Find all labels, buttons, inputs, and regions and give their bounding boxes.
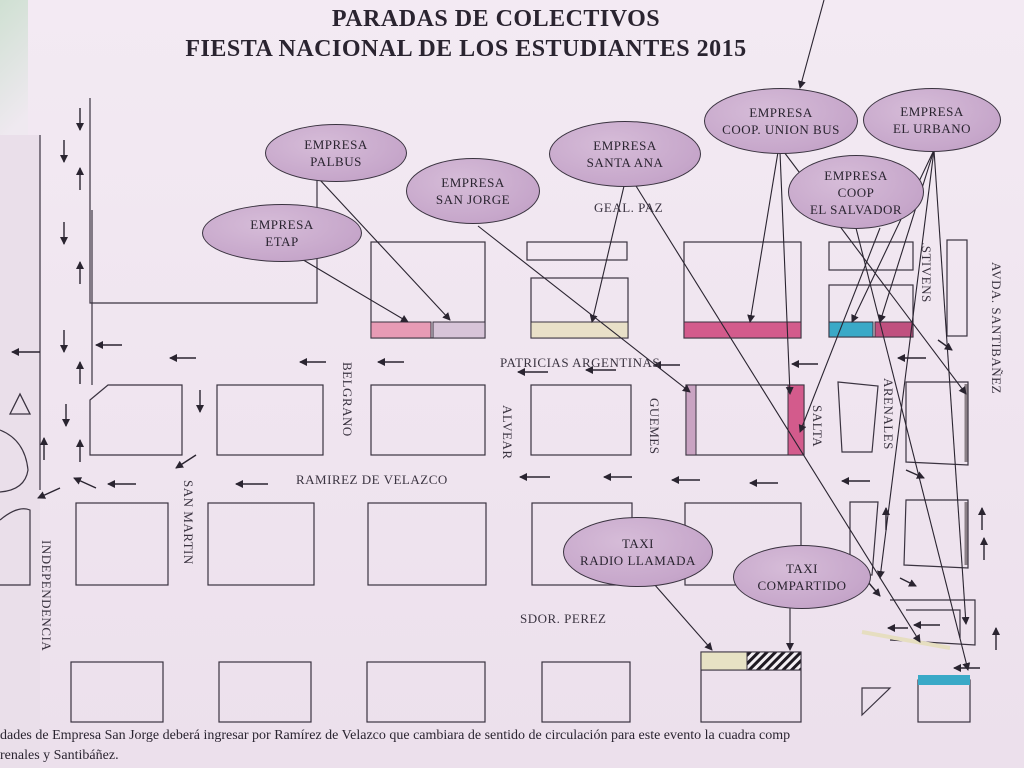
bubble-taxi-radio-llamada: TAXI RADIO LLAMADA <box>563 517 713 587</box>
street-alvear: ALVEAR <box>500 405 515 460</box>
block <box>861 687 892 717</box>
bubble-line: COOP <box>837 184 875 200</box>
bubble-line: EMPRESA <box>593 138 657 153</box>
street-arenales: ARENALES <box>881 378 896 450</box>
block <box>541 661 631 723</box>
block <box>917 679 971 723</box>
stop-san-jorge <box>685 384 697 456</box>
street-stivens: .STIVENS <box>919 242 934 303</box>
stop-santibanez <box>918 675 970 685</box>
block <box>526 241 628 261</box>
bubble-line: PALBUS <box>310 154 362 169</box>
stop-santa-ana <box>530 321 629 339</box>
bubble-line: EMPRESA <box>250 217 314 232</box>
street-belgrano: BELGRANO <box>340 362 355 437</box>
bubble-line: TAXI <box>785 561 818 576</box>
street-geal-paz: GEAL. PAZ <box>594 200 664 215</box>
bubble-line: ETAP <box>265 234 299 249</box>
map-subtitle: FIESTA NACIONAL DE LOS ESTUDIANTES 2015 <box>185 36 747 62</box>
stop-salta <box>787 384 805 456</box>
block <box>685 384 805 456</box>
bubble-line: TAXI <box>621 536 654 551</box>
block <box>218 661 312 723</box>
bubble-empresa-el-urbano: EMPRESA EL URBANO <box>863 88 1001 152</box>
block <box>207 502 315 586</box>
bubble-line: EMPRESA <box>304 137 368 152</box>
block <box>370 384 486 456</box>
street-sdor-perez: SDOR. PEREZ <box>520 611 607 626</box>
block <box>530 384 632 456</box>
bubble-line: EMPRESA <box>900 104 964 119</box>
stop-union-bus <box>683 321 802 339</box>
triangle-marks <box>8 392 32 415</box>
bubble-empresa-union-bus: EMPRESA COOP. UNION BUS <box>704 88 858 154</box>
bubble-empresa-san-jorge: EMPRESA SAN JORGE <box>406 158 540 224</box>
block <box>946 239 968 337</box>
pointer-lines <box>299 0 971 671</box>
bubble-taxi-compartido: TAXI COMPARTIDO <box>733 545 871 609</box>
traffic-arrows <box>11 108 1000 672</box>
bubble-empresa-etap: EMPRESA ETAP <box>202 204 362 262</box>
stop-etap <box>370 321 432 339</box>
bubble-line: SANTA ANA <box>586 155 664 170</box>
block <box>75 502 169 586</box>
map-title: PARADAS DE COLECTIVOS <box>331 6 661 32</box>
bubble-empresa-palbus: EMPRESA PALBUS <box>265 124 407 182</box>
footer-note-line2: renales y Santibáñez. <box>0 748 119 763</box>
block <box>849 501 879 576</box>
block <box>216 384 324 456</box>
street-ramirez-de-velazco: RAMIREZ DE VELAZCO <box>296 472 448 487</box>
block <box>905 381 969 466</box>
street-independencia: INDEPENDENCIA <box>39 540 54 652</box>
bubble-line: EMPRESA <box>441 175 505 190</box>
bubble-empresa-santa-ana: EMPRESA SANTA ANA <box>549 121 701 187</box>
block <box>366 661 486 723</box>
street-patricias-argentinas: PATRICIAS ARGENTINAS <box>500 355 661 370</box>
block <box>903 499 969 569</box>
stop-el-salvador <box>874 321 914 338</box>
street-avda-santibanez: AVDA. SANTIBAÑEZ <box>989 262 1004 394</box>
bus-stops <box>370 321 970 685</box>
block <box>906 609 961 638</box>
bubble-line: EMPRESA <box>824 167 888 183</box>
block <box>828 241 914 271</box>
street-guemes: GUEMES <box>647 398 662 455</box>
bubble-line: EMPRESA <box>749 105 813 120</box>
block <box>889 599 976 646</box>
bubble-line: EL SALVADOR <box>809 201 903 217</box>
street-salta: SALTA <box>810 405 825 448</box>
sheet-left-edge <box>0 135 40 768</box>
bubble-line: COOP. UNION BUS <box>722 122 840 137</box>
footer-note-line1: dades de Empresa San Jorge deberá ingres… <box>0 728 791 743</box>
bubble-line: COMPARTIDO <box>757 578 847 593</box>
block <box>367 502 487 586</box>
bubble-line: SAN JORGE <box>435 192 511 207</box>
stop-taxi-compartido <box>746 651 802 671</box>
bubble-empresa-el-salvador: EMPRESA COOP EL SALVADOR <box>788 155 924 229</box>
block <box>70 661 164 723</box>
block <box>837 381 879 453</box>
stop-palbus <box>432 321 486 339</box>
bubble-line: EL URBANO <box>892 121 972 136</box>
street-san-martin: SAN MARTIN <box>181 480 196 565</box>
stop-taxi-radio <box>700 651 748 671</box>
stop-el-urbano <box>828 321 874 338</box>
block <box>89 384 183 456</box>
bubble-line: RADIO LLAMADA <box>580 553 696 568</box>
city-blocks <box>0 98 976 723</box>
